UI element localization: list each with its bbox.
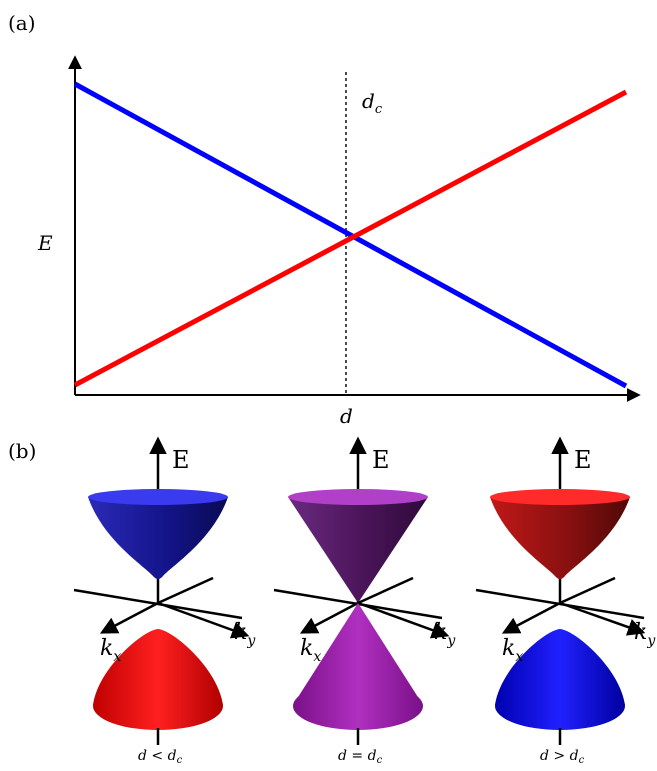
panel-b: (b) E kx ky d < dc [8,439,656,766]
ky-axis [560,603,642,632]
kx-label: kx [100,636,121,665]
panel-a-label: (a) [8,11,36,35]
cone-caption: d < dc [138,748,183,766]
upper-cone [288,497,428,603]
lower-cone-base [495,682,625,730]
kx-axis [103,603,158,632]
cone-diagram-gapless: E kx ky d = dc [274,440,456,766]
ky-plane-line [158,578,213,603]
upper-cone-rim [288,489,428,505]
lower-cone-base [293,682,423,730]
energy-label: E [172,446,190,474]
panel-a: (a) E d dc [8,11,638,428]
ky-label: ky [434,620,456,649]
cone-diagram-gapped-blue-top: E kx ky d < dc [74,440,256,766]
x-axis-label: d [340,404,353,428]
kx-label: kx [300,636,321,665]
ky-axis [158,603,246,635]
ky-plane-line [560,578,615,603]
lower-cone-base [93,682,223,730]
critical-label: dc [362,89,383,117]
kx-axis [505,603,560,632]
upper-cone-rim [88,489,228,505]
cone-caption: d > dc [540,748,585,766]
upper-cone-rim [490,489,630,505]
ky-label: ky [234,620,256,649]
ky-label: ky [634,620,656,649]
panel-b-label: (b) [8,439,36,463]
kx-label: kx [502,636,523,665]
cone-diagram-gapped-red-top: E kx ky d > dc [476,440,656,766]
cone-caption: d = dc [338,748,383,766]
energy-label: E [372,446,390,474]
upper-cone [490,497,630,579]
upper-cone [88,497,228,579]
y-axis-label: E [37,231,53,255]
energy-label: E [574,446,592,474]
